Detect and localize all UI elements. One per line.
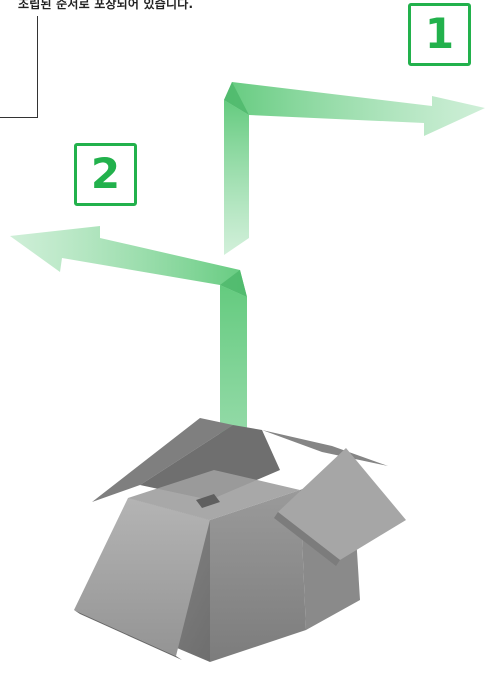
arrow-1-icon [224,82,485,255]
step-1-badge: 1 [408,3,471,66]
callout-line-vertical [37,16,38,117]
step-2-badge: 2 [74,143,137,206]
callout-line-horizontal [0,117,38,118]
open-box-icon [74,418,406,662]
packing-order-caption: 조립된 순서로 포장되어 있습니다. [18,0,194,11]
